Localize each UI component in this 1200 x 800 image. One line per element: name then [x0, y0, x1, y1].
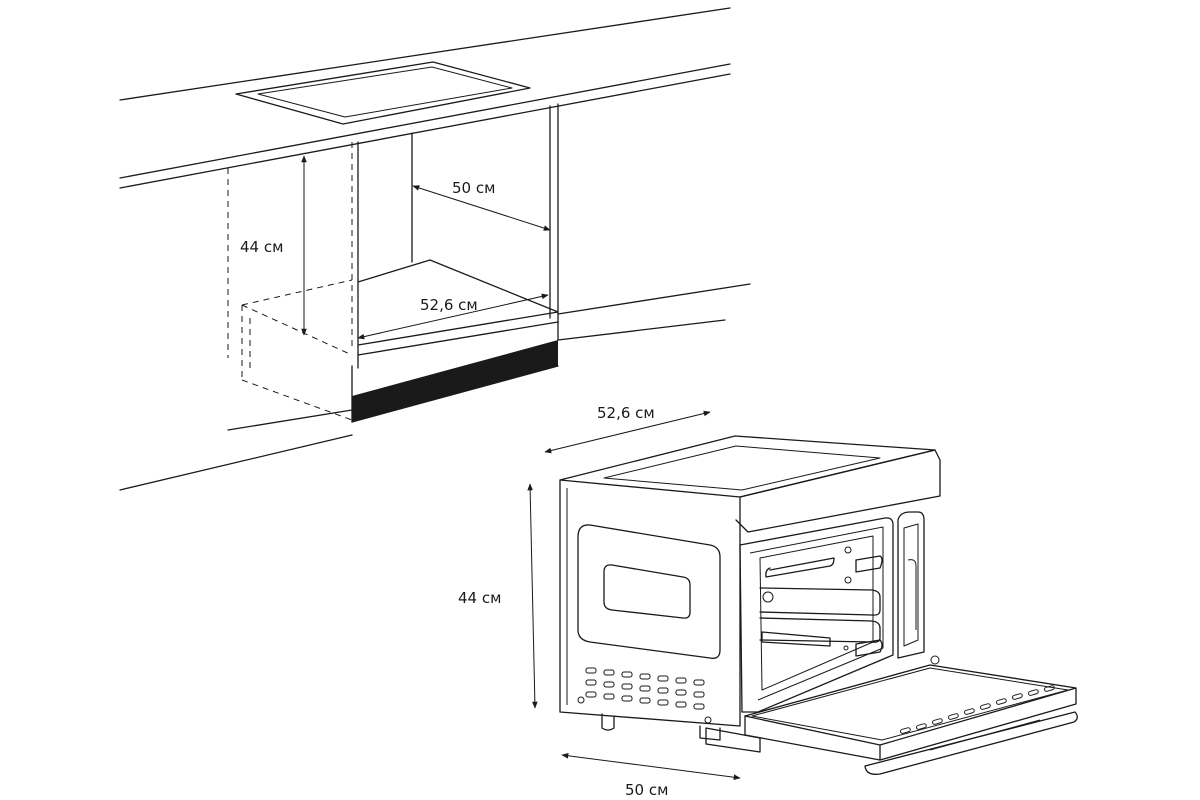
floor-line-back [557, 283, 751, 315]
niche-depth-arrow [412, 185, 551, 231]
floor-line-bottom [119, 434, 353, 491]
niche-depth-label: 50 см [452, 179, 495, 197]
oven-side-window [603, 564, 691, 619]
oven-front-frame [739, 517, 894, 713]
oven-vent-slots [585, 667, 705, 710]
floor-line-front [557, 319, 726, 341]
oven-depth-label: 50 см [625, 781, 668, 799]
oven-dashed-outline [227, 142, 353, 421]
plinth [352, 340, 558, 422]
oven-top [559, 435, 936, 498]
niche-width-label: 52,6 см [420, 296, 478, 314]
oven-width-arrow [544, 410, 711, 454]
kitchen-cabinet [119, 7, 751, 491]
oven-door-open [705, 655, 1078, 775]
oven-door-hinge-right [897, 511, 925, 659]
oven-height-label: 44 см [458, 589, 501, 607]
countertop-front-bottom [119, 73, 731, 189]
oven-depth-arrow [561, 753, 741, 780]
countertop-front-top [119, 63, 731, 179]
oven-side-window-frame [577, 524, 721, 659]
oven-width-label: 52,6 см [597, 404, 655, 422]
niche-height-label: 44 см [240, 238, 283, 256]
niche-width-arrow [357, 293, 549, 340]
oven-left-side [559, 479, 741, 727]
oven-height-arrow [527, 483, 538, 709]
oven-illustration [527, 410, 1078, 780]
floor-line-left [227, 409, 353, 431]
oven-rack-rails [759, 546, 883, 657]
oven-foot-right [699, 725, 721, 741]
hob-cutout [235, 61, 531, 125]
countertop-top-edge [119, 7, 731, 101]
oven-foot-left [601, 713, 615, 731]
